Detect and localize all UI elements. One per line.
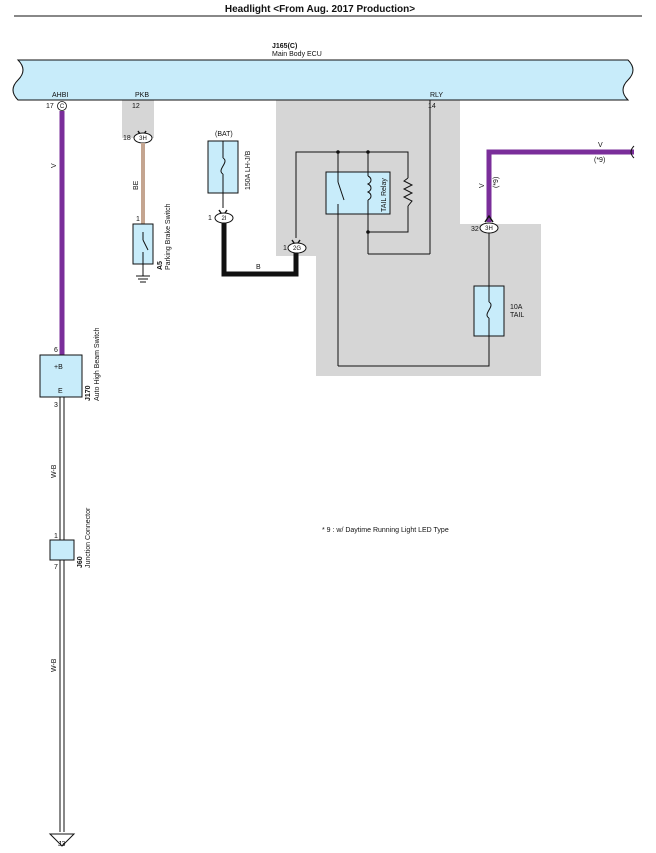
fuse-10a-tail: 10A TAIL [473,285,524,337]
main-body-ecu: J165(C) Main Body ECU AHBI PKB RLY [12,43,634,101]
pin-rly-label: RLY [430,92,443,99]
wire-wb-upper: W-B [51,397,65,540]
fuse-10a-name: TAIL [510,312,524,319]
a5-code: A5 [157,261,164,270]
fuse-150a-label: 150A LH-J/B [245,150,252,190]
svg-text:2G: 2G [293,246,301,252]
svg-text:3H: 3H [485,226,493,232]
wire-b: B [221,223,299,277]
connector-c-badge: C [57,101,67,111]
wire-label-v-left: V [51,163,58,168]
wire-label-be: BE [133,180,140,190]
svg-text:2I: 2I [221,216,226,222]
wire-label-wb-lower: W-B [51,658,58,672]
ecu-code: J165(C) [272,43,297,50]
fuse-bat-label: (BAT) [215,131,233,138]
a5-name: Parking Brake Switch [165,203,172,270]
j170-plus-b: +B [54,364,63,371]
j60-name: Junction Connector [85,507,92,568]
wire-label-v-mid: V [479,183,486,188]
wire-label-wb-upper: W-B [51,464,58,478]
wire-label-b: B [256,264,261,271]
parking-brake-switch: 1 A5 Parking Brake Switch [132,203,172,283]
junction-connector: 1 7 J60 Junction Connector [49,507,92,571]
j170-pin-bottom: 3 [54,402,58,409]
wire-return [338,336,490,367]
footnote: * 9 : w/ Daytime Running Light LED Type [322,527,449,534]
connector-2g: 2G 1 [283,239,307,254]
wire-v-ahbi: V [51,111,65,355]
j60-pin-top: 1 [54,533,58,540]
pin-rly-num: 14 [428,103,436,110]
j170-e: E [58,388,63,395]
connector-2i-num: 1 [208,215,212,222]
ground-symbol: J3 [48,833,76,848]
j60-code: J60 [77,556,84,568]
ecu-name: Main Body ECU [272,51,322,58]
wire-v-top-right: V (*9) V (*9) [479,142,635,222]
wire-wb-lower: W-B [51,560,65,832]
j170-name: Auto High Beam Switch [94,327,101,401]
svg-text:C: C [60,104,65,110]
wire-label-v-top: V [598,142,603,149]
connector-18-num: 18 [123,135,131,142]
pin-pkb-num: 12 [132,103,140,110]
wire-label-v-top-note: (*9) [594,157,605,164]
tail-relay: TAIL Relay [295,100,431,366]
wire-label-v-mid-note: (*9) [493,177,500,188]
j170-code: J170 [85,385,92,401]
connector-32-num: 32 [471,226,479,233]
connector-3h-tail: 3H 32 [471,214,499,286]
svg-text:3H: 3H [139,136,147,142]
wire-be: BE [133,143,145,224]
page-title: Headlight <From Aug. 2017 Production> [225,4,415,15]
a5-pin: 1 [136,216,140,223]
pin-ahbi-num: 17 [46,103,54,110]
ground-label: J3 [58,841,66,848]
j170-pin-top: 6 [54,347,58,354]
fuse-10a-amp: 10A [510,304,523,311]
relay-label: TAIL Relay [381,178,388,212]
pin-pkb-label: PKB [135,92,149,99]
pin-ahbi-label: AHBI [52,92,68,99]
connector-2i: 2I 1 [208,209,234,224]
connector-2g-num: 1 [283,245,287,252]
auto-high-beam-switch: 6 +B E 3 J170 Auto High Beam Switch [39,327,101,409]
j60-pin-bottom: 7 [54,564,58,571]
fuse-150a-lhjb: (BAT) 150A LH-J/B [207,131,252,208]
